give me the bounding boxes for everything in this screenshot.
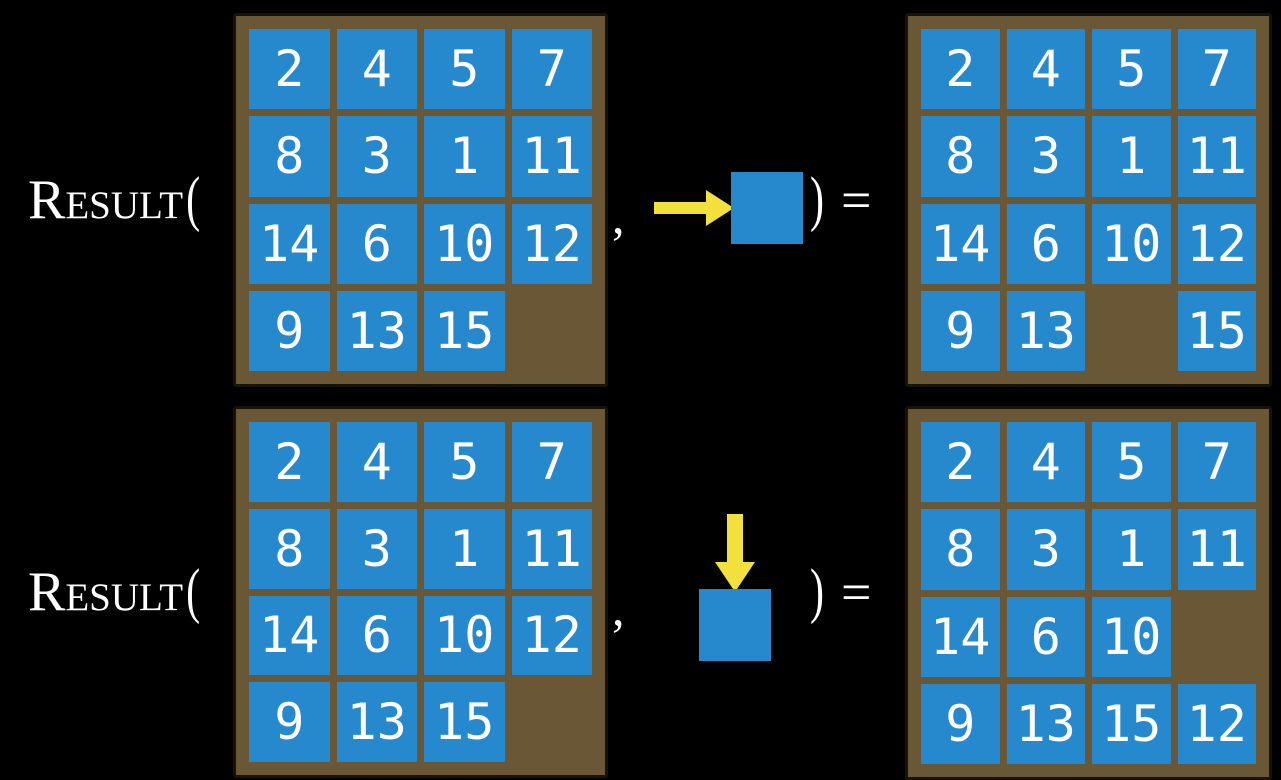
close-paren: )	[810, 558, 824, 626]
function-name: Result	[28, 169, 184, 231]
puzzle-tile: 11	[511, 508, 592, 589]
puzzle-tile: 3	[1006, 509, 1085, 590]
expression-left: Result(	[28, 166, 201, 234]
puzzle-tile: 9	[249, 682, 330, 762]
puzzle-tile: 15	[424, 682, 505, 762]
open-paren: (	[186, 166, 201, 234]
puzzle-tile: 4	[1006, 422, 1085, 503]
puzzle-tile: 1	[1092, 509, 1171, 590]
expression-left: Result(	[28, 558, 201, 626]
equals-sign: =	[841, 170, 872, 230]
puzzle-tile: 9	[921, 290, 1000, 371]
puzzle-tile: 11	[1177, 509, 1256, 590]
puzzle-tile: 6	[1006, 203, 1085, 284]
puzzle-tile: 8	[249, 508, 330, 589]
puzzle-tile: 10	[1092, 203, 1171, 284]
action-slide-down	[699, 514, 771, 661]
puzzle-tile: 14	[249, 203, 330, 284]
close-paren: )	[810, 166, 824, 234]
puzzle-tile: 7	[511, 29, 592, 110]
puzzle-tile: 6	[336, 203, 417, 284]
puzzle-tile: 15	[424, 290, 505, 371]
puzzle-tile: 11	[1177, 116, 1256, 197]
puzzle-tile: 5	[1092, 29, 1171, 110]
puzzle-tile: 12	[511, 595, 592, 676]
puzzle-tile: 4	[336, 422, 417, 502]
result-function-label: Result(	[28, 406, 200, 778]
puzzle-tile: 12	[511, 203, 592, 284]
empty-cell	[512, 682, 593, 762]
puzzle-tile: 15	[1092, 683, 1171, 764]
puzzle-tile: 14	[921, 203, 1000, 284]
puzzle-tile: 6	[336, 595, 417, 676]
puzzle-tile: 1	[1092, 116, 1171, 197]
puzzle-tile: 14	[249, 595, 330, 676]
puzzle-tile: 15	[1177, 290, 1256, 371]
puzzle-tile: 6	[1006, 596, 1085, 677]
puzzle-tile: 5	[424, 422, 505, 502]
puzzle-tile: 13	[336, 290, 417, 371]
puzzle-tile: 4	[336, 29, 417, 110]
puzzle-tile: 10	[424, 595, 505, 676]
puzzle-tile: 4	[1006, 29, 1085, 110]
empty-cell	[1092, 291, 1171, 371]
puzzle-tile: 8	[249, 116, 330, 197]
puzzle-tile: 10	[1092, 596, 1171, 677]
down-arrow-icon	[715, 514, 755, 592]
puzzle-tile: 3	[1006, 116, 1085, 197]
puzzle-tile: 5	[424, 29, 505, 110]
puzzle-tile: 11	[511, 116, 592, 197]
puzzle-tile: 13	[336, 682, 417, 762]
comma-separator: ,	[612, 188, 625, 244]
puzzle-tile: 7	[1177, 29, 1256, 110]
puzzle-tile: 2	[921, 29, 1000, 110]
puzzle-tile: 14	[921, 596, 1000, 677]
result-function-label: Result(	[28, 13, 200, 387]
puzzle-tile: 2	[921, 422, 1000, 503]
puzzle-tile: 8	[921, 509, 1000, 590]
puzzle-tile: 8	[921, 116, 1000, 197]
action-tile	[731, 172, 803, 244]
puzzle-tile: 12	[1177, 203, 1256, 284]
puzzle-tile: 1	[424, 508, 505, 589]
puzzle-tile: 1	[424, 116, 505, 197]
empty-cell	[1178, 597, 1257, 677]
function-name: Result	[28, 561, 184, 623]
puzzle-tile: 2	[249, 29, 330, 110]
comma-separator: ,	[612, 580, 625, 636]
expression-right: ) =	[810, 13, 871, 387]
right-arrow-icon	[654, 190, 734, 226]
puzzle-tile: 3	[336, 116, 417, 197]
puzzle-tile: 13	[1006, 290, 1085, 371]
puzzle-tile: 3	[336, 508, 417, 589]
puzzle-tile: 2	[249, 422, 330, 502]
puzzle-tile: 13	[1006, 683, 1085, 764]
equals-sign: =	[841, 562, 872, 622]
puzzle-tile: 7	[1177, 422, 1256, 503]
expression-right: ) =	[810, 406, 871, 778]
puzzle-tile: 9	[921, 683, 1000, 764]
puzzle-tile: 12	[1177, 683, 1256, 764]
open-paren: (	[186, 558, 201, 626]
action-slide-right	[654, 172, 803, 244]
puzzle-tile: 10	[424, 203, 505, 284]
puzzle-tile: 9	[249, 290, 330, 371]
puzzle-tile: 7	[511, 422, 592, 502]
empty-cell	[512, 291, 593, 371]
action-tile	[699, 589, 771, 661]
puzzle-tile: 5	[1092, 422, 1171, 503]
